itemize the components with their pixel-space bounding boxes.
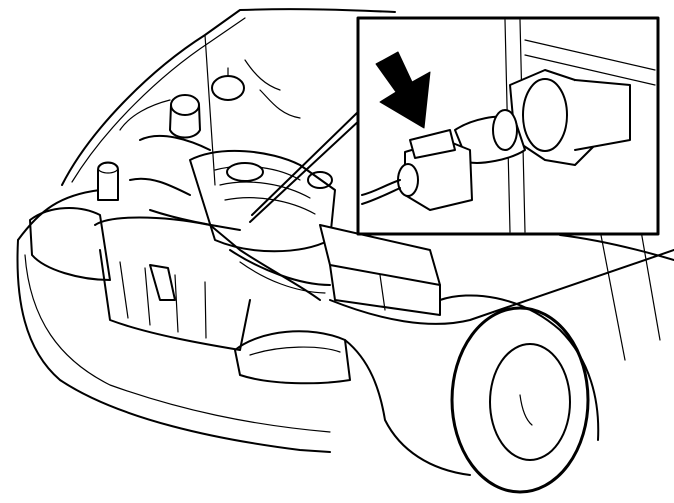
engine-bay <box>97 59 441 316</box>
strut-tower-left <box>119 99 171 131</box>
battery-box-side <box>329 264 441 316</box>
hose-lower <box>149 209 241 231</box>
oil-filler-cap <box>226 162 264 182</box>
hose-middle <box>129 177 191 196</box>
headlight-right-lens <box>249 346 341 356</box>
engine-block <box>189 150 336 253</box>
headlight-left <box>29 207 111 281</box>
windshield-base <box>559 234 674 261</box>
hood-inner-left <box>71 17 246 183</box>
hub-mark <box>519 394 533 426</box>
grille-bars <box>119 261 207 339</box>
bumper-line <box>24 254 331 433</box>
wire-2 <box>361 187 401 205</box>
plug-latch <box>409 129 456 159</box>
callout-leader-line <box>251 109 361 216</box>
sensor-thread <box>574 79 631 151</box>
bulkhead-panel <box>524 39 656 86</box>
intake-pipe <box>229 249 331 286</box>
hose-upper <box>139 134 211 151</box>
front-wheel <box>439 294 600 494</box>
fender-right-top <box>329 249 674 325</box>
arrow-icon <box>375 51 431 129</box>
grille-top <box>94 216 321 301</box>
sensor-nut-face <box>522 78 568 152</box>
wiring <box>244 59 301 119</box>
washer-bottle <box>97 161 119 201</box>
wheel-arch <box>439 294 600 441</box>
callout-box <box>356 16 660 236</box>
intake-pipe-inner <box>239 261 326 294</box>
headlight-right <box>234 330 351 385</box>
fender-right-front <box>344 339 471 476</box>
battery-box-seam <box>379 274 386 311</box>
wire-1 <box>361 179 401 196</box>
fender-left-top <box>17 189 101 241</box>
brake-fluid-cap <box>211 75 245 101</box>
grille-emblem <box>149 264 176 301</box>
car-body <box>16 8 674 476</box>
rim <box>489 343 571 461</box>
reservoir-cap <box>170 94 200 116</box>
reservoir-body <box>169 104 201 139</box>
a-pillar <box>599 224 661 361</box>
hood-strut <box>204 34 216 186</box>
front-bumper <box>16 239 331 453</box>
callout-leader-line-2 <box>249 117 363 223</box>
washer-cap <box>97 162 119 174</box>
connector-collar <box>492 109 518 151</box>
tire <box>450 306 590 494</box>
engine-mount <box>307 171 333 189</box>
